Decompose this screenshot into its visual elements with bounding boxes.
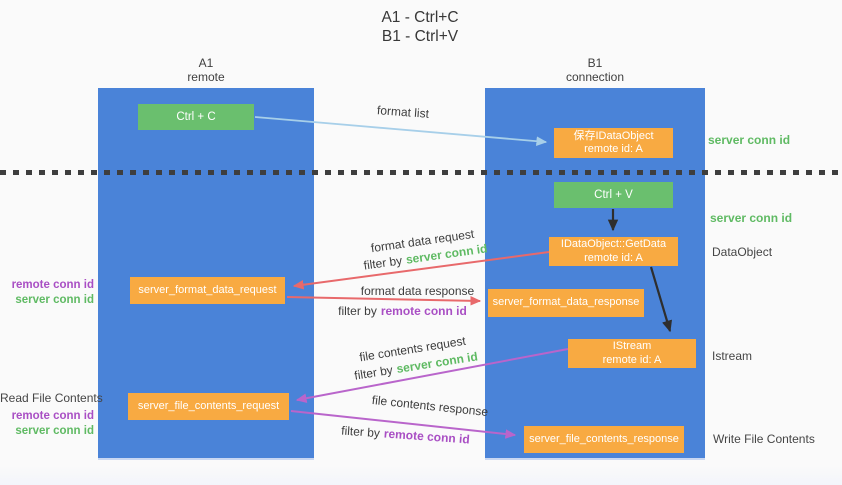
ctrl-v-node: Ctrl + V [554,182,673,208]
server-format-data-request-label: server_format_data_request [138,283,277,296]
server-file-contents-request-node: server_file_contents_request [128,393,289,420]
lifeline-a1-subtitle: remote [187,70,225,84]
istream-line2: remote id: A [602,353,662,366]
save-idataobject-line1: 保存IDataObject [573,129,654,142]
lifeline-b1-subtitle: connection [565,70,625,84]
conn-id-annotation-format: remote conn id server conn id [8,278,94,307]
filter-by-text: filter by [340,423,381,441]
save-idataobject-node: 保存IDataObject remote id: A [554,128,673,158]
ctrl-v-label: Ctrl + V [594,189,633,201]
read-file-contents-annotation: Read File Contents [0,391,103,405]
server-format-data-request-node: server_format_data_request [130,277,285,304]
remote-conn-id-text: remote conn id [11,279,94,291]
istream-annotation: Istream [712,349,753,363]
copy-paste-separator-line [0,170,842,175]
save-idataobject-line2: remote id: A [584,143,643,155]
ctrl-c-node: Ctrl + C [138,104,254,130]
format-list-label: format list [376,103,430,121]
diagram-title: A1 - Ctrl+C B1 - Ctrl+V [320,8,520,46]
getdata-line1: IDataObject::GetData [560,238,667,250]
filter-by-text: filter by [338,304,377,318]
title-line-1: A1 - Ctrl+C [381,9,459,26]
getdata-node: IDataObject::GetData remote id: A [549,237,678,266]
istream-node: IStream remote id: A [568,339,696,368]
conn-id-annotation-file: remote conn id server conn id [8,409,94,438]
server-file-contents-request-label: server_file_contents_request [137,399,280,412]
server-conn-id-annotation-top: server conn id [708,133,791,147]
filter-by-text: filter by [362,253,404,273]
lifeline-header-a1: A1 remote [98,56,314,84]
remote-conn-id-text: remote conn id [11,410,94,422]
lifeline-a1-name: A1 [198,56,214,70]
dataobject-annotation: DataObject [712,245,773,259]
lifeline-b1-name: B1 [587,56,603,70]
server-file-contents-response-label: server_file_contents_response [529,432,679,445]
istream-line1: IStream [612,340,652,352]
write-file-contents-annotation: Write File Contents [713,432,815,446]
title-line-2: B1 - Ctrl+V [381,28,459,45]
server-conn-id-text: server conn id [15,424,94,437]
remote-conn-id-text: remote conn id [380,304,467,318]
server-format-data-response-label: server_format_data_response [492,296,640,309]
format-data-response-label: format data response [360,284,475,298]
server-conn-id-text: server conn id [15,293,94,306]
filter-by-text: filter by [353,362,394,383]
server-conn-id-annotation-mid: server conn id [710,211,793,225]
server-file-contents-response-node: server_file_contents_response [524,426,684,453]
ctrl-c-label: Ctrl + C [176,111,216,123]
lifeline-header-b1: B1 connection [485,56,705,84]
server-format-data-response-node: server_format_data_response [488,289,644,317]
getdata-line2: remote id: A [584,251,643,264]
remote-conn-id-text: remote conn id [383,426,471,447]
